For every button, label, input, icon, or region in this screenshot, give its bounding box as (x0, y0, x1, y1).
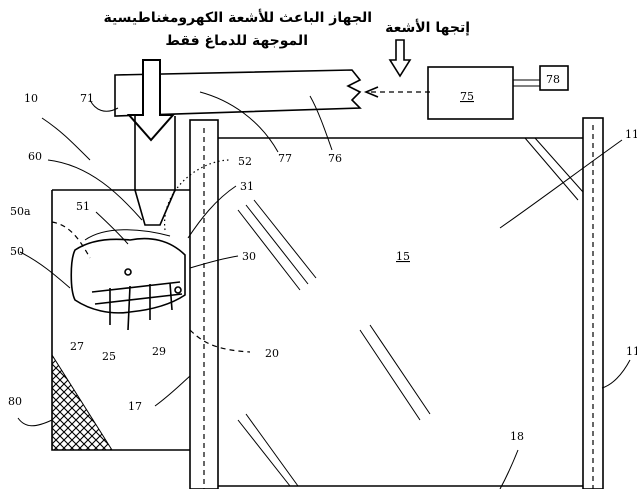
device-title-line1: الجهاز الباعث للأشعة الكهرومغناطيسية (103, 9, 372, 26)
main-beam-arrow (126, 59, 176, 142)
dashed-curve-20 (189, 329, 251, 353)
device-title-line2: الموجهة للدماغ فقط (165, 33, 308, 49)
ref-20: 20 (265, 347, 279, 360)
leader-76 (309, 95, 333, 151)
source-connector (513, 79, 540, 87)
ref-10: 10 (24, 92, 38, 105)
ref-18: 18 (510, 430, 524, 443)
ref-27: 27 (70, 340, 84, 353)
bolt-29 (174, 286, 182, 294)
ref-29: 29 (152, 345, 166, 358)
ref-77: 77 (278, 152, 292, 165)
ref-50a: 50a (10, 205, 31, 218)
leader-50 (19, 251, 71, 289)
leader-11a (499, 139, 623, 229)
front-post (189, 119, 219, 489)
emitter-nozzle (134, 189, 176, 226)
animal-head-upper (84, 229, 171, 241)
ray-direction-arrow (388, 39, 412, 78)
leader-71 (89, 99, 119, 112)
rear-post (582, 117, 604, 489)
large-enclosure (218, 137, 583, 487)
ref-11-top: 11 (625, 128, 637, 141)
ref-11-bottom: 11 (626, 345, 637, 358)
ref-60: 60 (28, 150, 42, 163)
emitter-tube (134, 116, 176, 190)
ray-direction-label: إتجها الأشعة (385, 19, 470, 36)
leader-60 (47, 159, 143, 221)
ref-17: 17 (128, 400, 142, 413)
emitter-housing (114, 69, 362, 117)
glass-reflections (237, 137, 584, 487)
dashed-curve-50a (51, 221, 91, 259)
beam-arrowhead (363, 86, 379, 98)
leader-17 (154, 375, 191, 407)
leader-10 (41, 117, 91, 161)
leader-18 (499, 449, 519, 489)
restraint-frame (91, 281, 183, 331)
ref-71: 71 (80, 92, 94, 105)
ref-51: 51 (76, 200, 90, 213)
animal-head (70, 237, 186, 314)
ref-75: 75 (460, 90, 474, 103)
leader-80 (17, 417, 53, 427)
leader-31 (187, 185, 237, 239)
ref-50: 50 (10, 245, 24, 258)
ref-31: 31 (240, 180, 254, 193)
leader-51 (95, 211, 129, 245)
hatched-region (51, 353, 113, 451)
ref-80: 80 (8, 395, 22, 408)
source-box (427, 66, 514, 120)
leader-11b (601, 359, 631, 389)
power-unit-box (539, 65, 569, 91)
ref-78: 78 (546, 73, 560, 86)
ref-25: 25 (102, 350, 116, 363)
ref-76: 76 (328, 152, 342, 165)
leader-30 (189, 255, 239, 269)
ref-30: 30 (242, 250, 256, 263)
leader-77 (199, 91, 279, 153)
ref-15: 15 (396, 250, 410, 263)
bolt-eye (124, 268, 132, 276)
ref-52: 52 (238, 155, 252, 168)
